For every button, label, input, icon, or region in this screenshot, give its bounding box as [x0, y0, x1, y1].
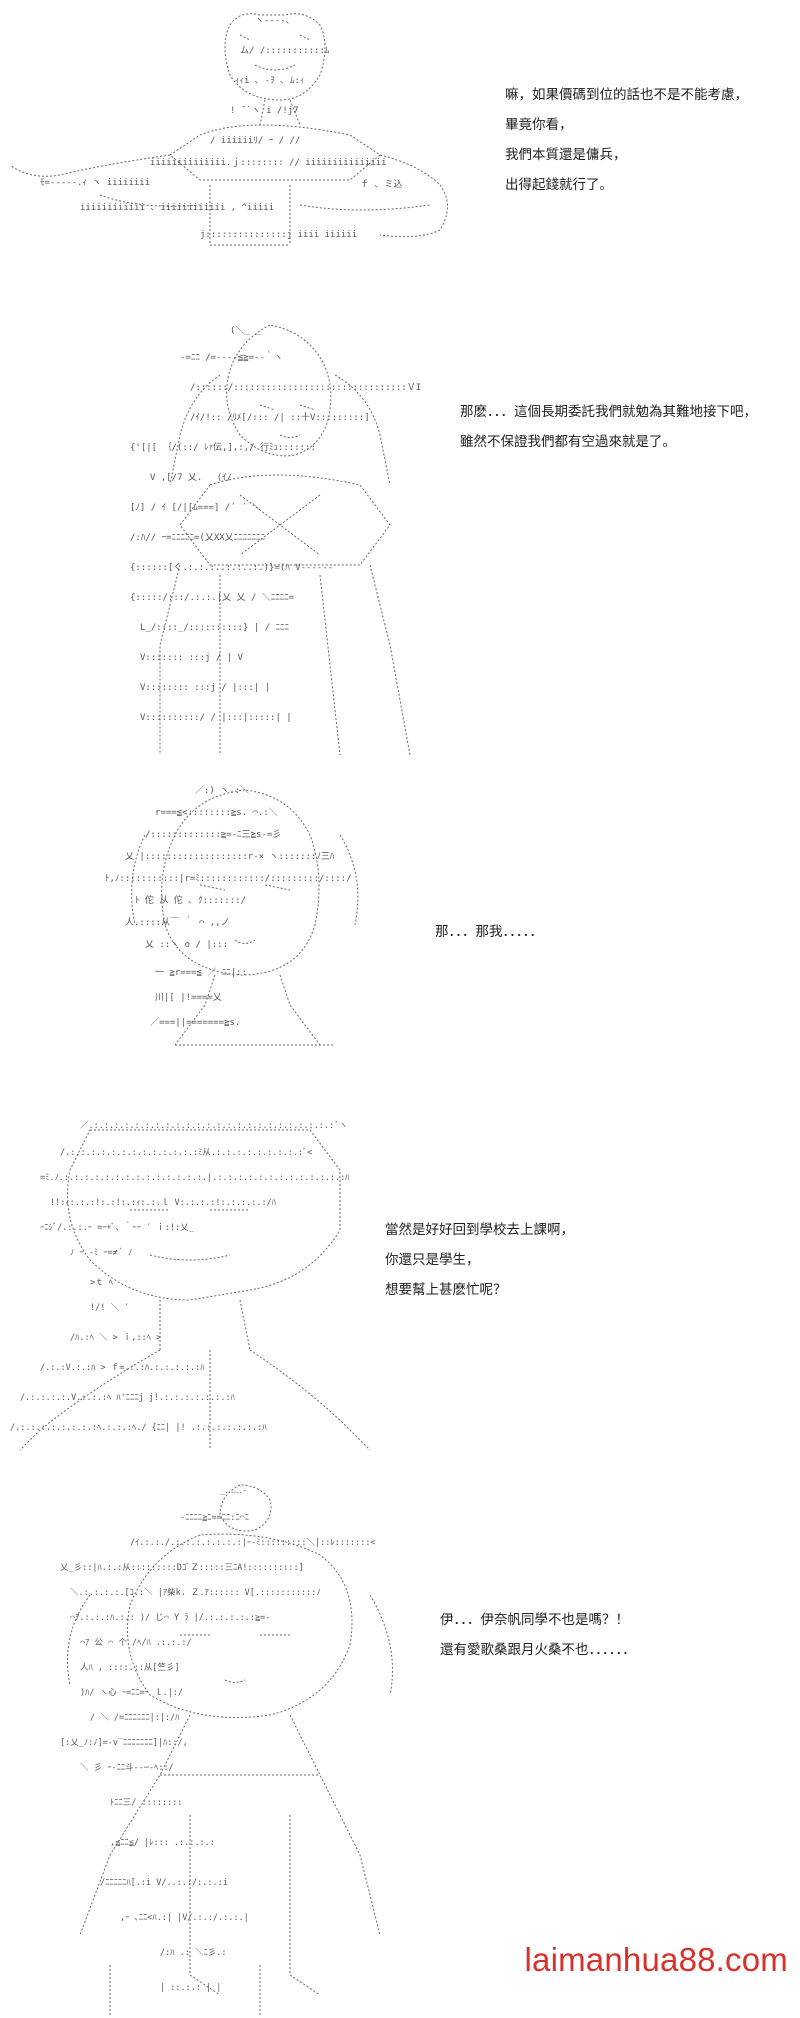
dialogue-line: 你還只是學生，	[385, 1252, 480, 1268]
svg-text:／.:.:.:.:.:.:.:.:.:.:.:.:.:.:.: ／.:.:.:.:.:.:.:.:.:.:.:.:.:.:.:.:.:.:.:.…	[80, 1120, 348, 1131]
svg-text:川|[ |!====乂: 川|[ |!====乂	[155, 993, 222, 1003]
svg-text:ｆ ､ ミ込: ｆ ､ ミ込	[360, 179, 402, 190]
svg-text:! ̄ `ヽ i /!j7: ! ̄ `ヽ i /!j7	[230, 105, 299, 116]
svg-text:-ﾆﾆﾆﾆ≧ﾆ==ﾆﾆ:ﾆ⌒ﾆ: -ﾆﾆﾆﾆ≧ﾆ==ﾆﾆ:ﾆ⌒ﾆ	[180, 1513, 249, 1523]
panel-1: ヽ--‐‐、 ム/ /:::::::::::ﾑ ｨｨi ､ -ｦ ､ ﾑ:ｨ !…	[0, 0, 800, 270]
svg-text:(＼_ _: (＼_ _	[230, 325, 261, 336]
dialogue-line: 嘛，如果價碼到位的話也不是不能考慮，	[505, 87, 748, 103]
svg-text:V::::::::::/ / |:::|:: V::::::::::/ / |:::|:::::| |	[140, 713, 292, 723]
svg-text:/.:.:.:.:.:.:.:.:ﾍ.:.:.:ﾍ./ {: /.:.:.:.:.:.:.:.:ﾍ.:.:.:ﾍ./ {ﾆﾆ| |! .:.:…	[10, 1423, 267, 1433]
ascii-art-character-3: ／:) ヽ.:＼ r===≦<::::::::≧s. ⌒.:＼ /:::::::…	[105, 775, 385, 1070]
svg-text:/ﾆﾆﾆﾆﾆﾊ[.:i V/..:.:/:.:.:i: /ﾆﾆﾆﾆﾆﾊ[.:i V/..:.:/:.:.:i	[100, 1878, 228, 1888]
dialogue-4: 當然是好好回到學校去上課啊， 你還只是學生， 想要幫上甚麽忙呢？	[385, 1215, 574, 1305]
ascii-art-figure: ／.:.:.:.:.:.:.:.:.:.:.:.:.:.:.:.:.:.:.:.…	[10, 1120, 371, 1451]
svg-text:r===≦<::::::::≧s. ⌒.:＼: r===≦<::::::::≧s. ⌒.:＼	[155, 807, 278, 818]
ascii-art-figure: ヽ--‐‐、 ム/ /:::::::::::ﾑ ｨｨi ､ -ｦ ､ ﾑ:ｨ !…	[9, 13, 448, 246]
ascii-art-figure: ／:) ヽ.:＼ r===≦<::::::::≧s. ⌒.:＼ /:::::::…	[105, 785, 359, 1046]
svg-text:/.:.:.:.:.V.:.:.:ﾍ ﾊ'ﾆﾆﾆj j: /.:.:.:.:.V.:.:.:ﾍ ﾊ'ﾆﾆﾆj j!.:.:.:.:.:.:…	[20, 1393, 236, 1403]
svg-text:/.:.:V.:.:ﾊ > ｆ=.:.:ﾊ.:.:.: /.:.:V.:.:ﾊ > ｆ=.:.:ﾊ.:.:.:.:.:ﾊ	[40, 1363, 205, 1373]
svg-text:/ｲ/!:: /ﾘﾒ[/::: /| ::十V:::::::: /ｲ/!:: /ﾘﾒ[/::: /| ::十V:::::::::]	[190, 411, 370, 423]
svg-text:V:::::::: :::j / |:::|: V:::::::: :::j / |:::| |	[140, 683, 270, 693]
svg-text:/:ﾊ// ｰ=ﾆﾆﾆﾆﾆ=(乂XX乂ﾆﾆﾆﾆﾆﾆﾆ: /:ﾊ// ｰ=ﾆﾆﾆﾆﾆ=(乂XX乂ﾆﾆﾆﾆﾆﾆﾆ	[130, 533, 266, 543]
svg-text:⌒ｱ.:.:.:ﾊ.:.: )/ じ⌒ Y ﾗ: ⌒ｱ.:.:.:ﾊ.:.: )/ じ⌒ Y ﾗ |/.:.:.:.:.:≧=-	[70, 1613, 270, 1623]
dialogue-line: 雖然不保證我們都有空過來就是了。	[460, 434, 676, 450]
svg-text:ｰﾆｼﾞ/.:.:.ｰ =ｰ+ﾞ、｀ｰｰ ′ ｉ:!:乂_: ｰﾆｼﾞ/.:.:.ｰ =ｰ+ﾞ、｀ｰｰ ′ ｉ:!:乂_	[40, 1222, 195, 1233]
ascii-art-figure: _‥‥‥- -ﾆﾆﾆﾆ≧ﾆ==ﾆﾆ:ﾆ⌒ﾆ /ｲ.:.:./.:.:.:.:.:…	[60, 1484, 393, 2015]
svg-text:{:::::/:::/.:.:.|乂 乂 / ＼ﾆﾆﾆ: {:::::/:::/.:.:.|乂 乂 / ＼ﾆﾆﾆﾆ=	[130, 592, 295, 603]
svg-text:V::::::: :::j / |: V::::::: :::j / | V	[140, 653, 244, 663]
dialogue-line: 想要幫上甚麽忙呢？	[385, 1282, 507, 1298]
dialogue-line: 我們本質還是傭兵，	[505, 147, 627, 163]
svg-text:!/! ＼ ′: !/! ＼ ′	[90, 1303, 129, 1313]
svg-text:ヽ--‐‐、: ヽ--‐‐、	[255, 16, 295, 26]
svg-text:ﾄ 佗 从 佗 ､ ｸ:::::::/: ﾄ 佗 从 佗 ､ ｸ:::::::/	[135, 894, 246, 906]
dialogue-line: 那麽．．．這個長期委託我們就勉為其難地接下吧，	[460, 404, 757, 420]
svg-text:／===||=======≧s.: ／===||=======≧s.	[150, 1017, 240, 1028]
svg-text:)ﾊ/ ヽ心 ｰ=ﾆﾆ=ｰ ｌ.|:/: )ﾊ/ ヽ心 ｰ=ﾆﾆ=ｰ ｌ.|:/	[80, 1688, 183, 1698]
ascii-art-character-1: ヽ--‐‐、 ム/ /:::::::::::ﾑ ｨｨi ､ -ｦ ､ ﾑ:ｨ !…	[0, 5, 470, 250]
svg-text:ﾓ=‐‐‐‐‐.ｨ ヽ iiiiiiii: ﾓ=‐‐‐‐‐.ｨ ヽ iiiiiiii	[40, 178, 150, 188]
dialogue-line: 還有愛歌桑跟月火桑不也．．．．．．	[440, 1642, 636, 1658]
dialogue-1: 嘛，如果價碼到位的話也不是不能考慮， 畢竟你看， 我們本質還是傭兵， 出得起錢就…	[505, 80, 748, 200]
svg-text:| ::.:.: | |: | ::.:.: | |	[160, 1983, 221, 1993]
svg-text:>ｔ ﾍ: >ｔ ﾍ	[90, 1278, 114, 1288]
svg-text:ｨｨi ､ -ｦ ､ ﾑ:ｨ: ｨｨi ､ -ｦ ､ ﾑ:ｨ	[235, 76, 304, 86]
ascii-art-character-4: ／.:.:.:.:.:.:.:.:.:.:.:.:.:.:.:.:.:.:.:.…	[10, 1110, 380, 1455]
dialogue-line: 出得起錢就行了。	[505, 177, 613, 193]
svg-text:／:) ヽ.:＼: ／:) ヽ.:＼	[195, 785, 249, 796]
svg-text:ﾄﾆﾆ三/ ::::::::: ﾄﾆﾆ三/ ::::::::	[110, 1798, 182, 1808]
svg-text:/::::::/::::::::::::::::::::::: /::::::/::::::::::::::::::::::::::::::::…	[190, 383, 421, 393]
svg-text:/ ＼ /=ﾆﾆﾆﾆﾆﾆ|:|:/ﾊ: / ＼ /=ﾆﾆﾆﾆﾆﾆ|:|:/ﾊ	[90, 1713, 180, 1723]
svg-text:,≦ﾆﾆ≦/ |ﾚ::: .:.:.:.:: ,≦ﾆﾆ≦/ |ﾚ::: .:.:.:.:	[110, 1838, 215, 1848]
svg-text:iiiiiiiiiiii ､ iiiiiiiiiii: iiiiiiiiiiii ､ iiiiiiiiiiii , ^iiiii	[80, 203, 274, 213]
svg-text:,ｰ ､ﾆﾆ<ﾊ.:| |V/.:.:/.:.:.: ,ｰ ､ﾆﾆ<ﾊ.:| |V/.:.:/.:.:.|	[120, 1913, 249, 1923]
svg-text:-=ﾆﾆ /=‐---≦≧=‐-｀ヽ: -=ﾆﾆ /=‐---≦≧=‐-｀ヽ	[180, 350, 283, 363]
svg-text:ﾄ,ﾉ:::::::::::|r=ﾐ::::::::::::: ﾄ,ﾉ:::::::::::|r=ﾐ::::::::::::/:::::::::…	[105, 874, 352, 884]
ascii-art-character-2: (＼_ _ -=ﾆﾆ /=‐---≦≧=‐-｀ヽ /::::::/:::::::…	[120, 315, 430, 760]
svg-text:/ﾊ.:ﾍ ＼ > ｉ,::ﾍ >: /ﾊ.:ﾍ ＼ > ｉ,::ﾍ >	[70, 1332, 161, 1343]
svg-text:!!:ｨ:.:.:!:.:!:.:ｨ:.:.ｌ V:.:.: !!:ｨ:.:.:!:.:!:.:ｨ:.:.ｌ V:.:.:.:!:.:.:.:…	[50, 1198, 277, 1208]
svg-text:＼ 彡 ｰ‐ﾆﾆ斗‐‐─‐ﾍ::/: ＼ 彡 ｰ‐ﾆﾆ斗‐‐─‐ﾍ::/	[80, 1763, 174, 1773]
svg-text:{'[|[ ｛/(::/ ﾚｧ伝,],:,/ 行ﾐｭ:::: {'[|[ ｛/(::/ ﾚｧ伝,],:,/ 行ﾐｭ:::::::	[130, 441, 316, 453]
svg-text:一 ≧r===≦ ／ ﾆﾆ|::: 一 ≧r===≦ ／ ﾆﾆ|::	[155, 967, 247, 978]
svg-text:_‥‥‥-: _‥‥‥-	[220, 1486, 247, 1496]
panel-5: _‥‥‥- -ﾆﾆﾆﾆ≧ﾆ==ﾆﾆ:ﾆ⌒ﾆ /ｲ.:.:./.:.:.:.:.:…	[0, 1460, 800, 2018]
panel-3: ／:) ヽ.:＼ r===≦<::::::::≧s. ⌒.:＼ /:::::::…	[0, 765, 800, 1090]
panel-2: (＼_ _ -=ﾆﾆ /=‐---≦≧=‐-｀ヽ /::::::/:::::::…	[0, 270, 800, 765]
svg-text:ﾉ ｰ ‐ﾐ ｰ=≠´ ﾉ: ﾉ ｰ ‐ﾐ ｰ=≠´ ﾉ	[70, 1247, 132, 1258]
svg-text:[ﾉ] / ｲ [/|[ﾑ===] /´ ´ ＼: [ﾉ] / ｲ [/|[ﾑ===] /´ ´ ＼	[130, 502, 261, 513]
dialogue-5: 伊．．．伊奈帆同學不也是嗎？！ 還有愛歌桑跟月火桑不也．．．．．．	[440, 1605, 636, 1665]
dialogue-3: 那．．．那我．．．．．	[435, 917, 543, 947]
svg-text:ム/ /:::::::::::ﾑ: ム/ /:::::::::::ﾑ	[240, 45, 330, 56]
svg-text:＼.:.:.:.:.[ｺ.:＼ |ｱ柴k. Ｚ.ｱ:::: ＼.:.:.:.:.[ｺ.:＼ |ｱ柴k. Ｚ.ｱ:::::: V[.:::::…	[70, 1587, 321, 1598]
dialogue-line: 伊．．．伊奈帆同學不也是嗎？！	[440, 1612, 629, 1628]
svg-text:人ﾊ , ::::.::从[竺彡]: 人ﾊ , ::::.::从[竺彡]	[80, 1662, 180, 1673]
ascii-art-figure: (＼_ _ -=ﾆﾆ /=‐---≦≧=‐-｀ヽ /::::::/:::::::…	[130, 324, 421, 756]
ascii-art-character-5: _‥‥‥- -ﾆﾆﾆﾆ≧ﾆ==ﾆﾆ:ﾆ⌒ﾆ /ｲ.:.:./.:.:.:.:.:…	[50, 1475, 450, 2015]
svg-text:/:ﾊ .: ＼ﾆ彡.:: /:ﾊ .: ＼ﾆ彡.:	[160, 1948, 226, 1958]
svg-text:/:::::::::::::≧=-ﾆ三≧s-=彡: /:::::::::::::≧=-ﾆ三≧s-=彡	[145, 829, 281, 840]
svg-text:L_/::::_/::::::::::} | / ﾆﾆ: L_/::::_/::::::::::} | / ﾆﾆﾆ	[140, 623, 289, 633]
svg-text:/.:.:.:.:.:.:.:.:.:.:.:.:.:ﾐ从.: /.:.:.:.:.:.:.:.:.:.:.:.:.:ﾐ从.:.:.:.:.:.…	[60, 1148, 312, 1158]
dialogue-line: 當然是好好回到學校去上課啊，	[385, 1222, 574, 1238]
panel-4: ／.:.:.:.:.:.:.:.:.:.:.:.:.:.:.:.:.:.:.:.…	[0, 1090, 800, 1460]
svg-text:iiiiiiiiiiiiii.ｊ:::::::: // ii: iiiiiiiiiiiiii.ｊ:::::::: // iiiiiiiiiiii…	[150, 157, 387, 168]
svg-text:人.::::从￣ ｀ ⌒ ,,ノ: 人.::::从￣ ｀ ⌒ ,,ノ	[125, 915, 230, 928]
svg-text:乂 |:::::::::::::::::::r-× ヽ::: 乂 |:::::::::::::::::::r-× ヽ:::::::ﾉ三ﾊ	[125, 852, 335, 862]
svg-text:[:乂_ﾉ:ﾉ]=-v‾ﾆﾆﾆﾆﾆﾆﾆ]|ﾊ::/,: [:乂_ﾉ:ﾉ]=-v‾ﾆﾆﾆﾆﾆﾆﾆ]|ﾊ::/,	[60, 1738, 188, 1748]
svg-text:/ｲ.:.:./.:.:.:.:.:.:.:|ｰ‐ﾐ::::: /ｲ.:.:./.:.:.:.:.:.:.:|ｰ‐ﾐ:::::::::＼|::ﾚ…	[130, 1538, 376, 1548]
watermark-text: laimanhua88.com	[524, 1941, 788, 1978]
svg-text:V ,[/7 乂. (ｲ/: V ,[/7 乂. (ｲ/	[150, 473, 232, 483]
svg-text:乂_彡::|ﾊ.:.:从:::::::::DｺﾞＺ:::::: 乂_彡::|ﾊ.:.:从:::::::::DｺﾞＺ:::::三ﾆA!::::::…	[60, 1563, 304, 1573]
dialogue-line: 那．．．那我．．．．．	[435, 924, 543, 940]
dialogue-line: 畢竟你看，	[505, 117, 573, 133]
svg-text:=ﾐ.ﾉ.:.:.:.:.:.:.:.:.:.:.:.:.:: =ﾐ.ﾉ.:.:.:.:.:.:.:.:.:.:.:.:.:.:.|.:.:.:…	[40, 1173, 350, 1183]
svg-text:⌒ｱ 公 ⌒ 个 /ﾍ/ﾊ .:.:.:/: ⌒ｱ 公 ⌒ 个 /ﾍ/ﾊ .:.:.:/	[80, 1638, 192, 1648]
svg-text:j:::::::::::::::j iiii iii: j:::::::::::::::j iiii iiiiii	[200, 230, 357, 240]
svg-text:{::::::[く.:.:.:..:.:..:.)}=(ﾊ: {::::::[く.:.:.:..:.:..:.)}=(ﾊ V‐‐‐‐‐‐	[130, 563, 333, 573]
svg-text:/ iiiiiiﾘ/ ｰ / //: / iiiiiiﾘ/ ｰ / //	[210, 136, 300, 146]
dialogue-2: 那麽．．．這個長期委託我們就勉為其難地接下吧， 雖然不保證我們都有空過來就是了。	[460, 397, 757, 457]
svg-text:乂 ::ヽ o / |:::: 乂 ::ヽ o / |:::	[145, 940, 228, 950]
